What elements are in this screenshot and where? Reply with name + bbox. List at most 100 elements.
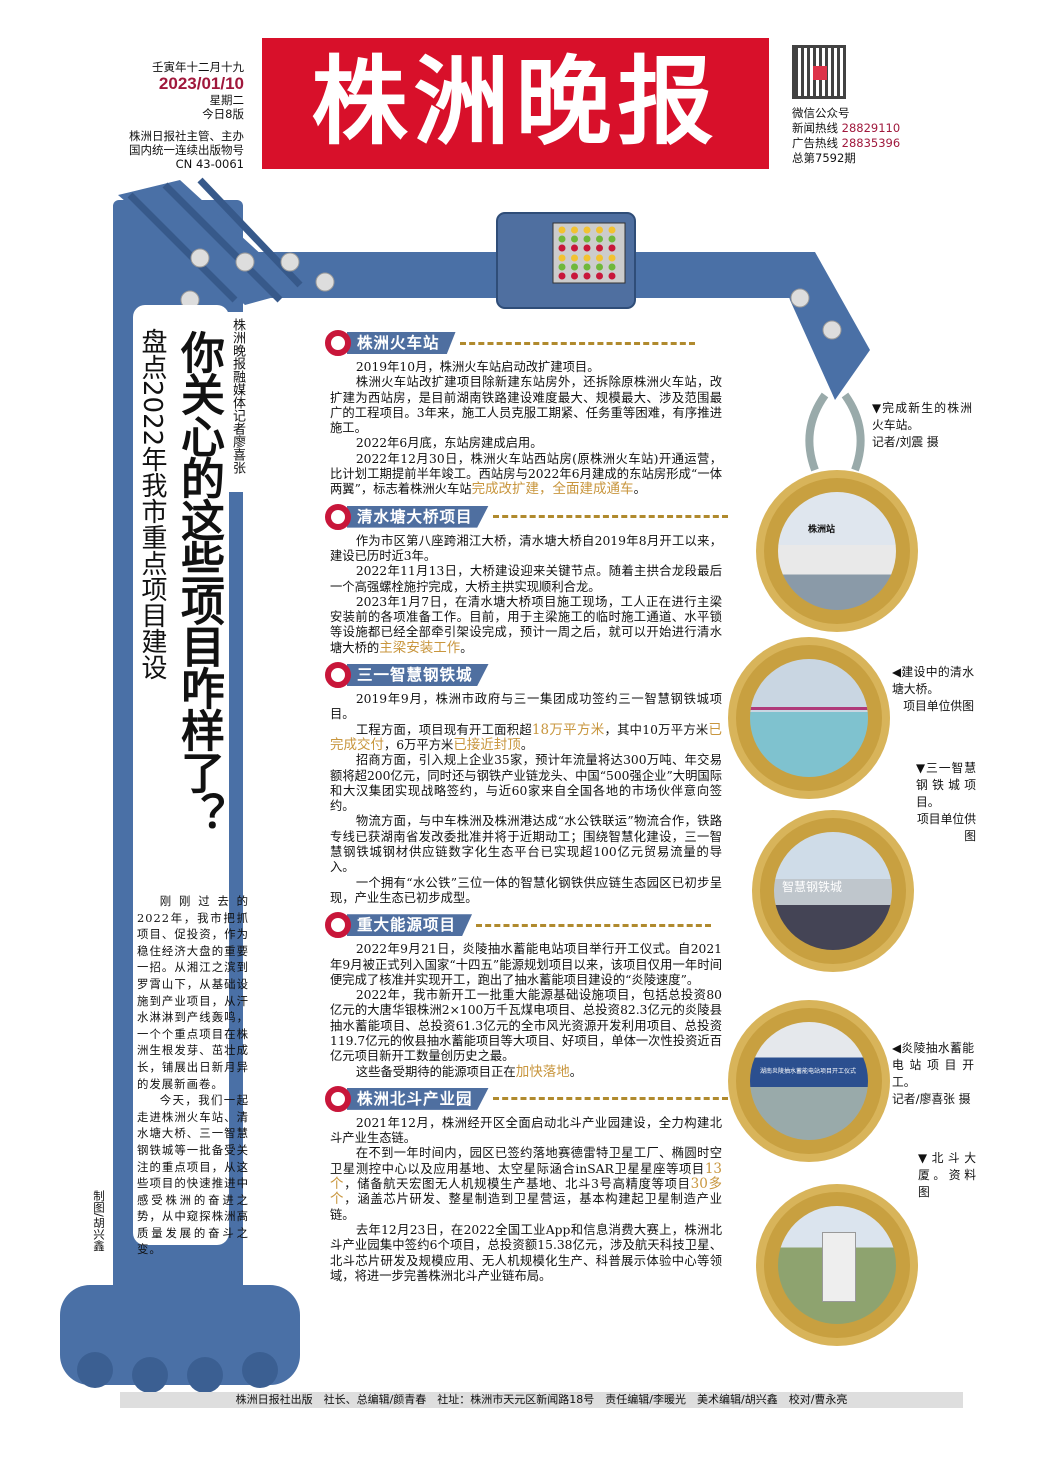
ring-icon: [325, 1085, 351, 1112]
section-body: 2019年9月，株洲市政府与三一集团成功签约三一智慧钢铁城项目。工程方面，项目现…: [330, 692, 722, 906]
masthead-title: 株洲晚报: [311, 45, 720, 158]
paragraph: 一个拥有“水公铁”三位一体的智慧化钢铁供应链生态园区已初步呈现，产业生态已初步成…: [330, 876, 722, 907]
paragraph: 去年12月23日，在2022全国工业App和信息消费大赛上，株洲北斗产业园集中签…: [330, 1223, 722, 1284]
indicator-light: [558, 254, 566, 262]
qr-label: 微信公众号: [792, 106, 850, 120]
indicator-light: [571, 254, 578, 262]
paragraph: 这些备受期待的能源项目正在加快落地。: [330, 1065, 722, 1080]
text: 2022年6月底，东站房建成启用。: [355, 436, 543, 451]
indicator-light: [583, 226, 591, 234]
edition-info: 壬寅年十二月十九 2023/01/10 星期二 今日8版 株洲日报社主管、主办 …: [120, 60, 244, 171]
highlight-text: 13个: [330, 1160, 722, 1193]
text: 2022年9月21日，炎陵抽水蓄能电站项目举行开工仪式。自2021年9月被正式列…: [330, 942, 722, 987]
contact-info: 微信公众号 新闻热线 28829110 广告热线 28835396 总第7592…: [792, 106, 900, 166]
text: ，6万平方米: [384, 737, 454, 752]
paragraph: 招商方面，引入规上企业35家，预计年流量将达300万吨、年交易额将超200亿元，…: [330, 753, 722, 814]
highlight-text: 18万平方米: [531, 721, 605, 738]
headline-panel: [133, 305, 229, 1245]
text: 这些备受期待的能源项目正在: [355, 1064, 516, 1079]
section-header: 株洲火车站: [325, 330, 725, 356]
dashed-connector: [492, 515, 728, 519]
paragraph: 物流方面，与中车株洲及株洲港达成“水公铁联运”物流合作，铁路专线已获湖南省发改委…: [330, 814, 722, 875]
highlight-text: 30多个: [330, 1176, 723, 1208]
indicator-light: [596, 244, 603, 252]
highlight-text: 已接近封顶: [453, 736, 521, 753]
section-header: 三一智慧钢铁城: [325, 662, 725, 689]
text: 作为市区第八座跨湘江大桥，清水塘大桥自2019年8月开工以来，建设已历时近3年。: [330, 533, 722, 563]
serial-line: 国内统一连续出版物号: [129, 143, 244, 157]
news-hotline-label: 新闻热线: [792, 121, 838, 135]
section-body: 2019年10月，株洲火车站启动改扩建项目。株洲火车站改扩建项目除新建东站房外，…: [330, 360, 722, 498]
highlight-text: 主梁安装工作: [379, 639, 461, 656]
highlight-text: 加快落地: [515, 1063, 570, 1080]
indicator-light: [596, 226, 603, 234]
paragraph: 株洲火车站改扩建项目除新建东站房外，还拆除原株洲火车站，改扩建为西站房，是目前湖…: [330, 375, 722, 436]
indicator-light: [583, 254, 591, 262]
text: ，储备航天宏图无人机规模生产基地、北斗3号高精度等项目: [344, 1177, 691, 1192]
photo-caption: ◀建设中的清水塘大桥。项目单位供图: [892, 665, 974, 713]
photo-caption: ▼完成新生的株洲火车站。记者/刘震 摄: [872, 401, 972, 449]
text: 工程方面，项目现有开工面积超: [355, 722, 532, 737]
paragraph: 2022年6月底，东站房建成启用。: [330, 436, 722, 451]
text: 物流方面，与中车株洲及株洲港达成“水公铁联运”物流合作，铁路专线已获湖南省发改委…: [330, 814, 722, 875]
indicator-light: [583, 263, 591, 271]
section-body: 2022年9月21日，炎陵抽水蓄能电站项目举行开工仪式。自2021年9月被正式列…: [330, 942, 722, 1080]
indicator-light: [558, 263, 566, 271]
photo-bridge: [736, 645, 882, 791]
byline: 株洲晚报融媒体记者廖喜张: [230, 318, 245, 474]
section-header: 清水塘大桥项目: [325, 503, 728, 530]
paragraph: 2022年12月30日，株洲火车站西站房(原株洲火车站)开通运营，比计划工期提前…: [330, 452, 722, 498]
sections-column: 株洲火车站 2019年10月，株洲火车站启动改扩建项目。株洲火车站改扩建项目除新建…: [325, 330, 728, 1284]
paragraph: 2023年1月7日，在清水塘大桥项目施工现场，工人正在进行主梁安装前的各项准备工…: [330, 595, 722, 656]
indicator-light: [583, 244, 591, 252]
text: ，其中10万平方米: [604, 722, 709, 737]
text: 2022年12月30日，株洲火车站西站房(原株洲火车站)开通运营，比计划工期提前…: [330, 451, 722, 497]
paragraph: 2019年10月，株洲火车站启动改扩建项目。: [330, 360, 722, 375]
text: 一个拥有“水公铁”三位一体的智慧化钢铁供应链生态园区已初步呈现，产业生态已初步成…: [330, 875, 722, 905]
indicator-light: [571, 235, 578, 243]
section-body: 作为市区第八座跨湘江大桥，清水塘大桥自2019年8月开工以来，建设已历时近3年。…: [330, 534, 722, 656]
text: ，涵盖芯片研发、整星制造到卫星营运，基本构建起卫星制造产业链。: [330, 1192, 722, 1222]
photo-caption: ▼北斗大厦。资料图: [918, 1151, 976, 1199]
indicator-light: [583, 272, 591, 280]
section-title: 清水塘大桥项目: [347, 505, 489, 528]
text: 去年12月23日，在2022全国工业App和信息消费大赛上，株洲北斗产业园集中签…: [330, 1222, 722, 1283]
dashed-connector: [492, 1097, 728, 1101]
photo-sign: 智慧钢铁城: [782, 880, 843, 894]
photo-beidou: [764, 1192, 910, 1338]
masthead: 株洲晚报: [262, 38, 769, 169]
issue-date: 2023/01/10: [158, 74, 244, 93]
indicator-light: [558, 235, 566, 243]
photo-steel-city: 智慧钢铁城: [760, 818, 906, 964]
indicator-light: [608, 254, 616, 262]
indicator-light: [608, 235, 616, 243]
issue-number: 总第7592期: [792, 151, 856, 165]
indicator-light: [608, 272, 616, 280]
lunar-date: 壬寅年十二月十九: [152, 60, 244, 74]
footer-imprint: 株洲日报社出版 社长、总编辑/颜青春 社址：株洲市天元区新闻路18号 责任编辑/…: [120, 1392, 963, 1408]
ring-icon: [325, 912, 351, 939]
indicator-light: [608, 226, 616, 234]
weekday: 星期二: [209, 93, 245, 107]
ring-icon: [325, 503, 351, 530]
qr-code-icon: [792, 45, 846, 99]
paragraph: 2022年，我市新开工一批重大能源基础设施项目，包括总投资80亿元的大唐华银株洲…: [330, 988, 722, 1064]
section-title: 三一智慧钢铁城: [347, 664, 489, 687]
section-header: 株洲北斗产业园: [325, 1085, 728, 1112]
byline-strip: [228, 312, 248, 492]
paragraph: 工程方面，项目现有开工面积超18万平方米，其中10万平方米已完成交付，6万平方米…: [330, 723, 722, 754]
paragraph: 2022年11月13日，大桥建设迎来关键节点。随着主拱合龙段最后一个高强螺栓施拧…: [330, 564, 722, 595]
paragraph: 2019年9月，株洲市政府与三一集团成功签约三一智慧钢铁城项目。: [330, 692, 722, 723]
indicator-light: [596, 272, 603, 280]
ring-icon: [325, 330, 351, 356]
highlight-text: 已完成交付: [330, 721, 722, 753]
indicator-light: [571, 244, 578, 252]
indicator-light: [571, 226, 578, 234]
photo-sign: 株洲站: [808, 525, 836, 535]
text: 。: [569, 1064, 583, 1079]
text: 。: [633, 482, 646, 497]
indicator-light: [608, 244, 616, 252]
page-count: 今日8版: [202, 107, 244, 121]
text: 2023年1月7日，在清水塘大桥项目施工现场，工人正在进行主梁安装前的各项准备工…: [330, 594, 722, 655]
section-title: 株洲火车站: [347, 332, 456, 354]
